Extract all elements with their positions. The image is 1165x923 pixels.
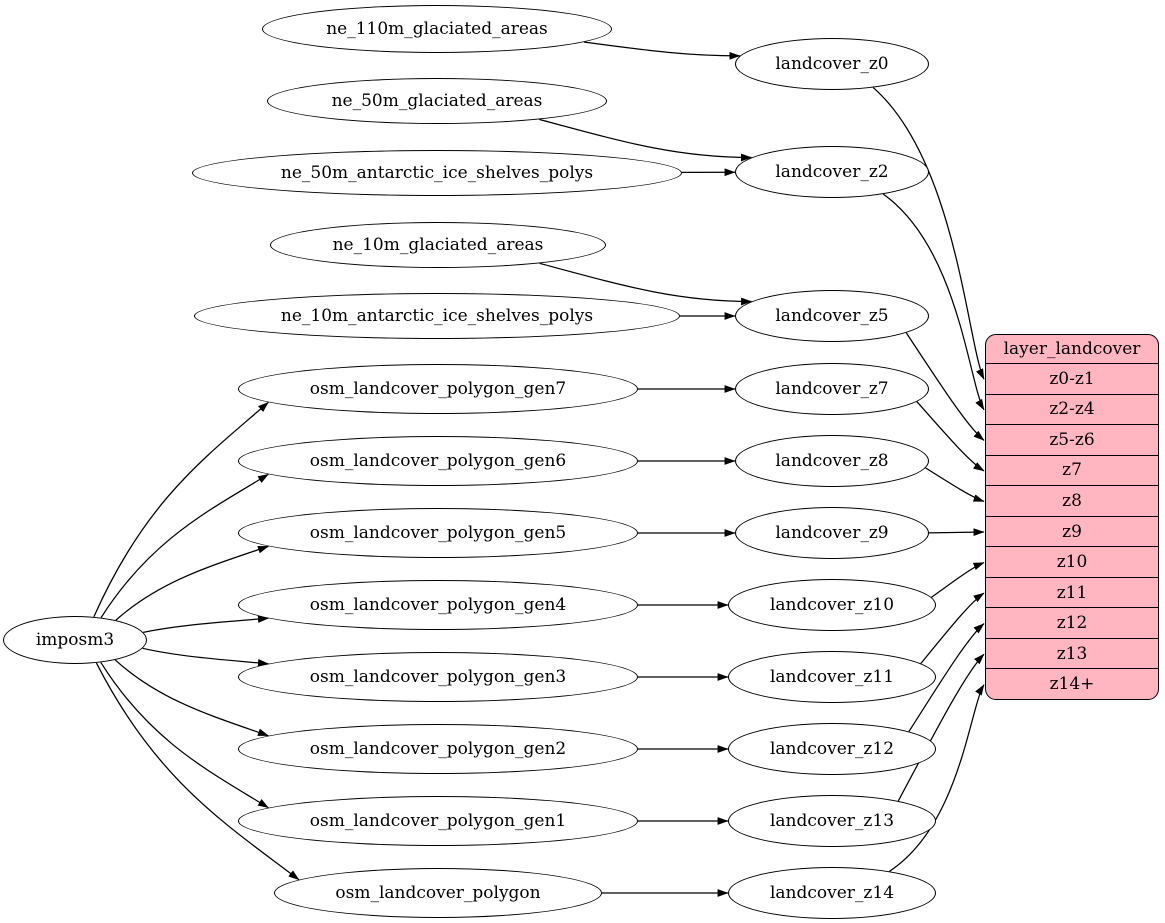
node-label: landcover_z11 <box>769 667 895 687</box>
node-landcover_z10: landcover_z10 <box>728 579 936 631</box>
table-row-z14+: z14+ <box>986 668 1158 699</box>
node-osm_landcover_polygon_gen2: osm_landcover_polygon_gen2 <box>238 724 638 774</box>
edge-landcover_z8-to-row-z8 <box>925 467 985 503</box>
node-osm_landcover_polygon_gen3: osm_landcover_polygon_gen3 <box>238 652 638 702</box>
node-label: osm_landcover_polygon_gen2 <box>309 739 567 759</box>
table-row-z7: z7 <box>986 454 1158 486</box>
edge-imposm3-to-osm_landcover_polygon_gen5 <box>115 545 269 621</box>
edge-imposm3-to-osm_landcover_polygon <box>95 662 300 881</box>
edge-landcover_z0-to-row-z0-z1 <box>872 87 985 380</box>
node-landcover_z8: landcover_z8 <box>735 435 929 487</box>
node-landcover_z9: landcover_z9 <box>735 507 929 559</box>
edge-ne_50m_glaciated_areas-to-landcover_z2 <box>539 118 752 162</box>
edge-landcover_z7-to-row-z7 <box>916 401 985 472</box>
table-row-z2-z4: z2-z4 <box>986 393 1158 425</box>
edge-landcover_z13-to-row-z13 <box>897 653 985 802</box>
edge-landcover_z14-to-row-z14+ <box>889 684 985 872</box>
table-row-z10: z10 <box>986 546 1158 577</box>
edge-imposm3-to-osm_landcover_polygon_gen2 <box>114 659 269 737</box>
node-label: landcover_z14 <box>769 883 895 903</box>
edge-landcover_z12-to-row-z12 <box>908 623 985 732</box>
node-ne_50m_antarctic_ice_shelves_polys: ne_50m_antarctic_ice_shelves_polys <box>192 150 682 196</box>
node-landcover_z2: landcover_z2 <box>735 146 929 198</box>
node-landcover_z13: landcover_z13 <box>728 795 936 847</box>
edge-imposm3-to-osm_landcover_polygon_gen6 <box>100 473 269 618</box>
node-ne_10m_glaciated_areas: ne_10m_glaciated_areas <box>270 222 606 268</box>
edge-imposm3-to-osm_landcover_polygon_gen1 <box>100 662 269 809</box>
table-row-z8: z8 <box>986 485 1158 516</box>
node-imposm3: imposm3 <box>3 616 147 664</box>
node-label: ne_10m_antarctic_ice_shelves_polys <box>280 306 594 326</box>
node-landcover_z12: landcover_z12 <box>728 723 936 775</box>
node-osm_landcover_polygon: osm_landcover_polygon <box>274 868 602 918</box>
edge-landcover_z2-to-row-z2-z4 <box>882 193 985 411</box>
node-label: osm_landcover_polygon_gen6 <box>309 451 567 471</box>
node-ne_50m_glaciated_areas: ne_50m_glaciated_areas <box>267 78 607 124</box>
node-ne_110m_glaciated_areas: ne_110m_glaciated_areas <box>262 5 612 53</box>
node-osm_landcover_polygon_gen6: osm_landcover_polygon_gen6 <box>238 436 638 486</box>
node-label: osm_landcover_polygon_gen4 <box>309 595 567 615</box>
table-row-z5-z6: z5-z6 <box>986 424 1158 455</box>
node-label: osm_landcover_polygon_gen3 <box>309 667 567 687</box>
node-label: landcover_z5 <box>775 306 889 326</box>
node-landcover_z5: landcover_z5 <box>735 290 929 342</box>
node-label: landcover_z13 <box>769 811 895 831</box>
edge-landcover_z5-to-row-z5-z6 <box>905 332 985 441</box>
node-label: osm_landcover_polygon_gen5 <box>309 523 567 543</box>
node-label: osm_landcover_polygon <box>335 883 541 903</box>
node-osm_landcover_polygon_gen5: osm_landcover_polygon_gen5 <box>238 508 638 558</box>
node-label: ne_110m_glaciated_areas <box>326 19 548 39</box>
node-ne_10m_antarctic_ice_shelves_polys: ne_10m_antarctic_ice_shelves_polys <box>194 293 680 339</box>
node-label: osm_landcover_polygon_gen7 <box>309 379 567 399</box>
node-label: osm_landcover_polygon_gen1 <box>309 811 567 831</box>
node-osm_landcover_polygon_gen7: osm_landcover_polygon_gen7 <box>238 364 638 414</box>
edge-landcover_z10-to-row-z10 <box>931 561 985 598</box>
node-label: landcover_z8 <box>775 451 889 471</box>
node-label: landcover_z0 <box>775 54 889 74</box>
edge-landcover_z11-to-row-z11 <box>920 592 985 664</box>
edge-imposm3-to-osm_landcover_polygon_gen7 <box>93 401 269 618</box>
edge-ne_110m_glaciated_areas-to-landcover_z0 <box>583 41 741 60</box>
table-row-z0-z1: z0-z1 <box>986 363 1158 394</box>
node-landcover_z0: landcover_z0 <box>735 38 929 90</box>
node-landcover_z7: landcover_z7 <box>735 363 929 415</box>
node-label: landcover_z10 <box>769 595 895 615</box>
node-osm_landcover_polygon_gen1: osm_landcover_polygon_gen1 <box>238 796 638 846</box>
node-label: landcover_z7 <box>775 379 889 399</box>
table-title: layer_landcover <box>1003 339 1141 359</box>
edge-imposm3-to-osm_landcover_polygon_gen4 <box>143 615 269 633</box>
table-row-z11: z11 <box>986 576 1158 608</box>
node-label: landcover_z12 <box>769 739 895 759</box>
node-landcover_z11: landcover_z11 <box>728 651 936 703</box>
table-row-z13: z13 <box>986 637 1158 669</box>
node-label: ne_50m_glaciated_areas <box>331 91 543 111</box>
node-label: landcover_z2 <box>775 162 889 182</box>
node-label: ne_50m_antarctic_ice_shelves_polys <box>280 163 594 183</box>
edge-ne_10m_glaciated_areas-to-landcover_z5 <box>539 262 753 306</box>
edge-landcover_z9-to-row-z9 <box>928 528 985 537</box>
node-landcover_z14: landcover_z14 <box>728 867 936 919</box>
node-osm_landcover_polygon_gen4: osm_landcover_polygon_gen4 <box>238 580 638 630</box>
node-label: landcover_z9 <box>775 523 889 543</box>
table-row-z12: z12 <box>986 607 1158 638</box>
table-row-z9: z9 <box>986 515 1158 547</box>
edge-imposm3-to-osm_landcover_polygon_gen3 <box>142 647 269 667</box>
node-label: ne_10m_glaciated_areas <box>332 235 544 255</box>
node-label: imposm3 <box>35 630 115 650</box>
